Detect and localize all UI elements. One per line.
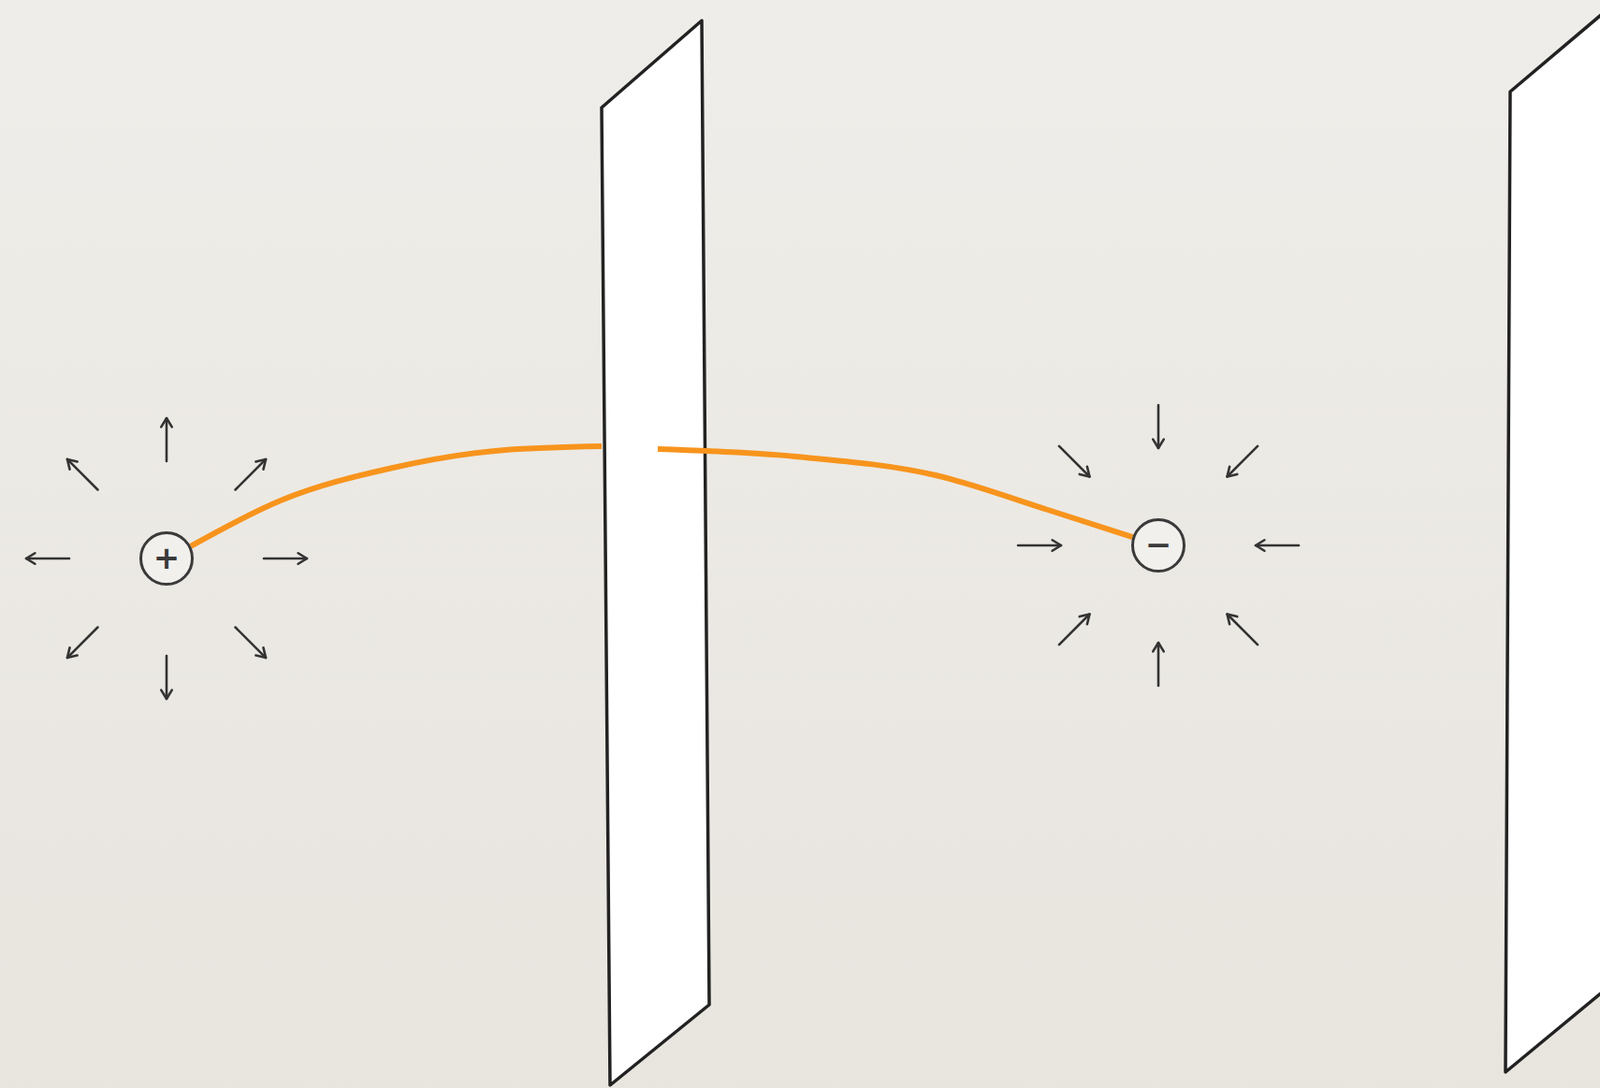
field-arrow-head: [160, 418, 172, 427]
field-arrow-shaft: [165, 655, 169, 699]
field-arrow-head: [255, 647, 266, 658]
field-arrow: [67, 627, 99, 659]
field-arrow: [1255, 539, 1299, 551]
field-arrow: [1227, 446, 1259, 478]
field-arrow-shaft: [67, 627, 99, 659]
field-arrow-shaft: [235, 459, 267, 491]
field-arrow: [160, 655, 172, 699]
field-arrow: [1152, 642, 1164, 686]
field-arrow-head: [67, 647, 78, 658]
plane-surface: [1505, 0, 1600, 1073]
field-arrow-head: [26, 552, 35, 564]
field-line: [190, 446, 1134, 547]
field-arrow-shaft: [1059, 446, 1091, 478]
field-arrow: [67, 459, 99, 491]
field-arrow-head: [255, 459, 266, 470]
field-arrow-shaft: [1227, 446, 1259, 478]
field-arrow-shaft: [1157, 405, 1161, 449]
field-arrow: [1018, 539, 1062, 551]
field-arrow-head: [1152, 439, 1164, 449]
field-arrow-head: [1227, 466, 1238, 478]
field-arrow-head: [1052, 539, 1062, 551]
field-arrow: [26, 552, 70, 564]
field-arrow: [1227, 614, 1259, 646]
field-arrow-head: [1079, 466, 1091, 478]
field-arrow-shaft: [1157, 642, 1161, 686]
field-arrow-shaft: [26, 557, 70, 561]
field-arrow-head: [298, 552, 307, 564]
field-arrow-shaft: [67, 459, 99, 491]
plane-surface: [601, 20, 710, 1086]
field-arrow-shaft: [165, 418, 169, 462]
field-arrow-head: [160, 690, 172, 699]
charge-circle: +: [139, 531, 194, 586]
field-arrow-head: [67, 459, 78, 470]
field-arrow-head: [1079, 614, 1091, 626]
field-arrow: [1152, 405, 1164, 449]
field-arrow: [263, 552, 307, 564]
field-arrow-shaft: [263, 557, 307, 561]
field-arrow-shaft: [1059, 614, 1091, 646]
field-arrows: [26, 405, 1299, 699]
field-arrow-shaft: [1018, 544, 1062, 548]
field-arrow-head: [1227, 614, 1238, 626]
field-arrow: [1059, 614, 1091, 646]
charge-sign: +: [153, 541, 181, 574]
field-arrow-head: [1255, 539, 1265, 551]
field-arrow: [1059, 446, 1091, 478]
field-arrow-shaft: [235, 627, 267, 659]
charge-circle: −: [1131, 518, 1186, 573]
charge-sign: −: [1145, 528, 1173, 561]
field-arrow-shaft: [1255, 544, 1299, 548]
field-arrow: [235, 459, 267, 491]
field-arrow-head: [1152, 642, 1164, 652]
field-arrow: [160, 418, 172, 462]
field-arrow: [235, 627, 267, 659]
field-arrow-shaft: [1227, 614, 1259, 646]
